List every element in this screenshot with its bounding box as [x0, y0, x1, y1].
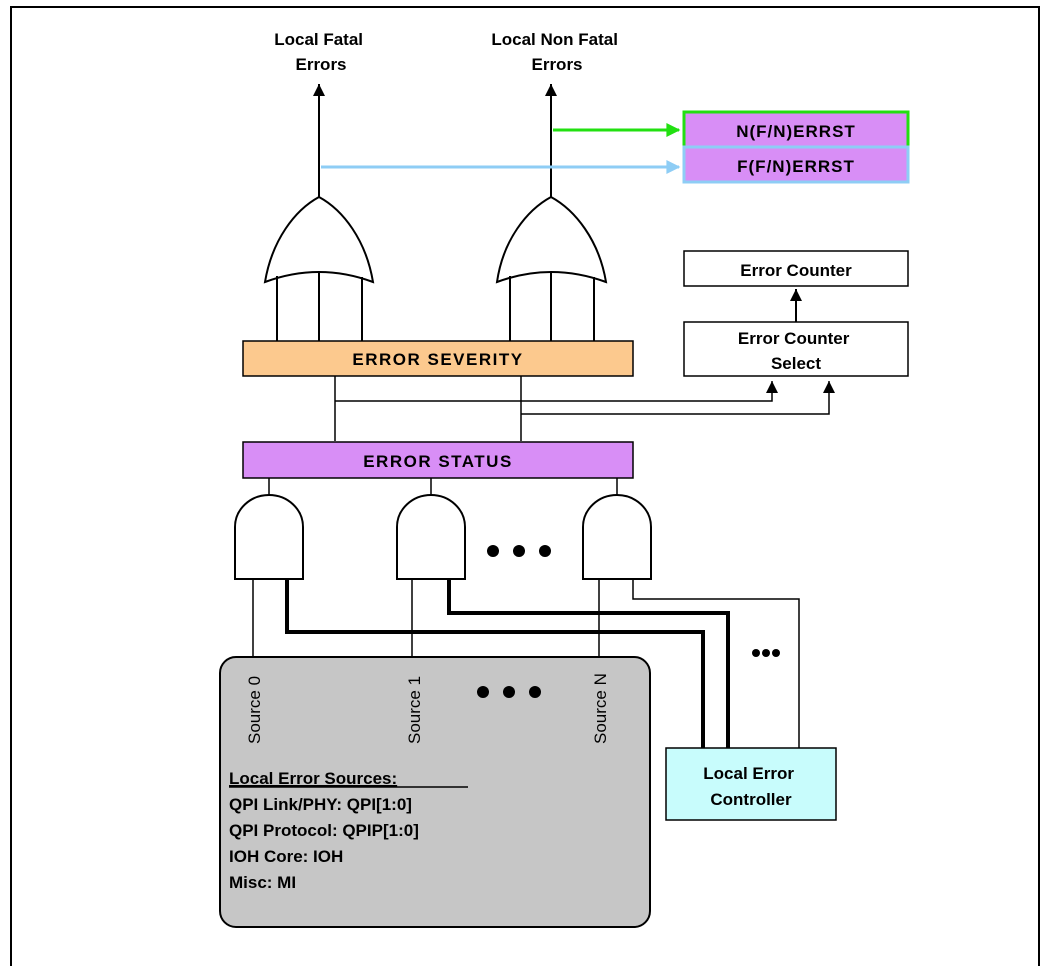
gates-ellipsis	[487, 545, 551, 557]
error-logic-diagram: Local Fatal Errors Local Non Fatal Error…	[219, 30, 910, 928]
nferrst-register: N(F/N)ERRST	[682, 110, 910, 149]
fatal-or-gate	[263, 195, 375, 341]
enable-wires-ellipsis	[752, 649, 780, 657]
severity-status-wires	[334, 376, 835, 441]
source-n-label: Source N	[591, 673, 610, 744]
error-severity-block: ERROR SEVERITY	[242, 340, 634, 377]
error-status-block: ERROR STATUS	[242, 441, 634, 479]
diagram-frame	[10, 6, 1040, 966]
and-gate-0	[234, 478, 304, 580]
error-status-label: ERROR STATUS	[363, 452, 513, 471]
fferrst-register: F(F/N)ERRST	[682, 145, 910, 184]
error-counter-select-label: Error Counter Select	[738, 329, 854, 373]
source-0-label: Source 0	[245, 676, 264, 744]
sources-ellipsis	[477, 686, 541, 698]
legend-line-qpi-protocol: QPI Protocol: QPIP[1:0]	[229, 821, 419, 840]
error-counter-label: Error Counter	[740, 261, 852, 280]
source-wires	[252, 579, 600, 658]
local-non-fatal-errors-label: Local Non Fatal Errors	[491, 30, 622, 74]
legend-line-misc: Misc: MI	[229, 873, 296, 892]
nferrst-label: N(F/N)ERRST	[736, 122, 856, 141]
source-1-label: Source 1	[405, 676, 424, 744]
fferrst-label: F(F/N)ERRST	[737, 157, 855, 176]
error-counter-select-block: Error Counter Select	[683, 321, 909, 377]
legend-line-qpi-link: QPI Link/PHY: QPI[1:0]	[229, 795, 412, 814]
and-gate-1	[396, 478, 466, 580]
and-gate-n	[582, 478, 652, 580]
local-error-controller-label: Local Error Controller	[703, 764, 798, 809]
error-severity-label: ERROR SEVERITY	[352, 350, 523, 369]
local-fatal-errors-label: Local Fatal Errors	[274, 30, 368, 74]
nonfatal-or-gate	[495, 195, 608, 341]
legend-line-ioh-core: IOH Core: IOH	[229, 847, 343, 866]
local-error-controller-block: Local Error Controller	[665, 747, 837, 821]
error-counter-block: Error Counter	[683, 250, 909, 287]
local-error-sources-title: Local Error Sources:	[229, 769, 397, 788]
enable-wires	[285, 579, 800, 748]
local-error-sources-block: Source 0 Source 1 Source N Local Error S…	[219, 656, 651, 928]
